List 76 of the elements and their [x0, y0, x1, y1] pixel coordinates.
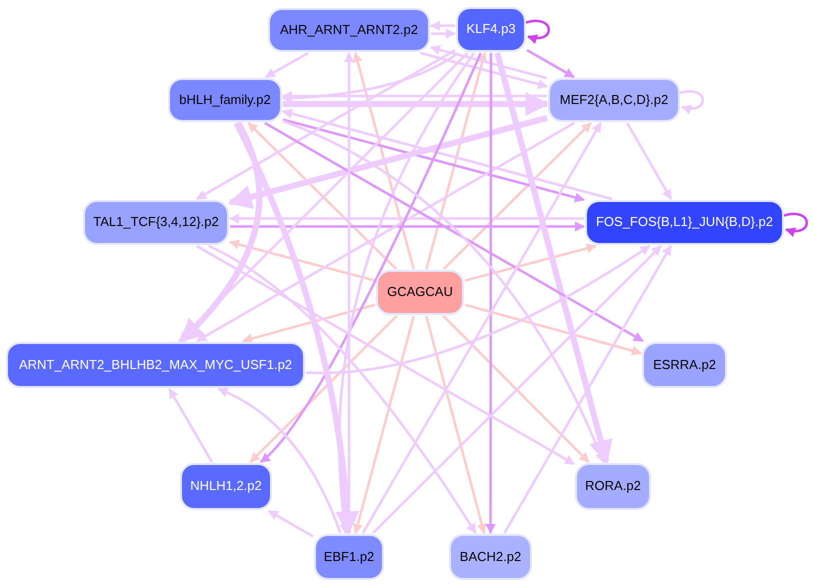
arrow: [352, 316, 415, 534]
node-box: [376, 270, 464, 315]
arrow: [352, 52, 415, 270]
arrow: [260, 52, 482, 463]
node-box: [548, 78, 680, 122]
arrow: [430, 20, 455, 31]
arrow: [372, 245, 662, 534]
arrow: [268, 510, 314, 538]
arrow: [526, 49, 575, 78]
node-box: [585, 200, 784, 245]
arrow: [420, 52, 548, 89]
arrow: [431, 28, 456, 39]
node-label: AHR_ARNT_ARNT2.p2: [280, 22, 418, 38]
node-label: RORA.p2: [585, 478, 641, 495]
arrow: [425, 316, 487, 534]
node-box: [83, 200, 229, 245]
arrow: [503, 245, 672, 534]
node-box: [642, 342, 727, 388]
arrow: [338, 52, 476, 534]
arrow: [464, 304, 642, 356]
node-label: ARNT_ARNT2_BHLHB2_MAX_MYC_USF1.p2: [18, 356, 292, 374]
node-box: [268, 8, 430, 52]
arrow: [242, 304, 376, 344]
arrow: [264, 52, 309, 78]
node-box: [575, 463, 651, 510]
arrow: [282, 108, 612, 200]
arrow: [282, 120, 604, 463]
arrow: [442, 315, 590, 463]
node-box: [168, 78, 282, 122]
node-label: BACH2.p2: [460, 548, 522, 566]
node-box: [180, 463, 272, 510]
arrow: [264, 122, 644, 342]
node-box: [314, 534, 384, 580]
node-label: MEF2{A,B,C,D}.p2: [560, 92, 668, 108]
arrow: [425, 52, 488, 270]
arrow: [208, 244, 477, 534]
arrow: [196, 244, 575, 466]
arrow: [430, 45, 548, 80]
arrow: [464, 243, 597, 282]
arrow: [282, 52, 460, 103]
arrow: [178, 52, 468, 342]
node-label: FOS_FOS{B,L1}_JUN{B,D}.p2: [596, 214, 774, 231]
node-label: EBF1.p2: [324, 548, 374, 566]
node-label: GCAGCAU: [387, 284, 453, 301]
arrow: [486, 53, 496, 534]
node-label: NHLH1,2.p2: [190, 478, 262, 495]
arrow: [196, 49, 456, 200]
arrow: [494, 52, 612, 464]
arrow: [442, 122, 592, 270]
node-box: [449, 534, 532, 580]
node-box: [456, 7, 526, 52]
node-label: ESRRA.p2: [653, 356, 716, 374]
node-label: KLF4.p3: [466, 21, 516, 38]
arrow: [283, 92, 550, 116]
arrow: [250, 315, 398, 463]
arrow: [362, 122, 602, 534]
arrow: [344, 52, 354, 533]
arrow: [179, 122, 262, 344]
arrow: [168, 388, 213, 463]
arrow: [229, 214, 584, 224]
arrow: [218, 388, 342, 534]
arrow: [784, 212, 808, 236]
arrow: [680, 90, 704, 114]
arrow: [234, 122, 359, 536]
node-box: [6, 342, 305, 388]
arrow: [306, 244, 650, 374]
arrow: [247, 122, 398, 270]
arrow: [282, 118, 585, 202]
arrow: [230, 222, 585, 232]
node-label: bHLH_family.p2: [179, 92, 271, 108]
arrow: [229, 240, 376, 282]
arrow: [228, 115, 548, 209]
node-label: TAL1_TCF{3,4,12}.p2: [93, 214, 219, 231]
arrow: [196, 122, 575, 342]
arrow: [526, 20, 550, 44]
arrow: [626, 122, 672, 200]
